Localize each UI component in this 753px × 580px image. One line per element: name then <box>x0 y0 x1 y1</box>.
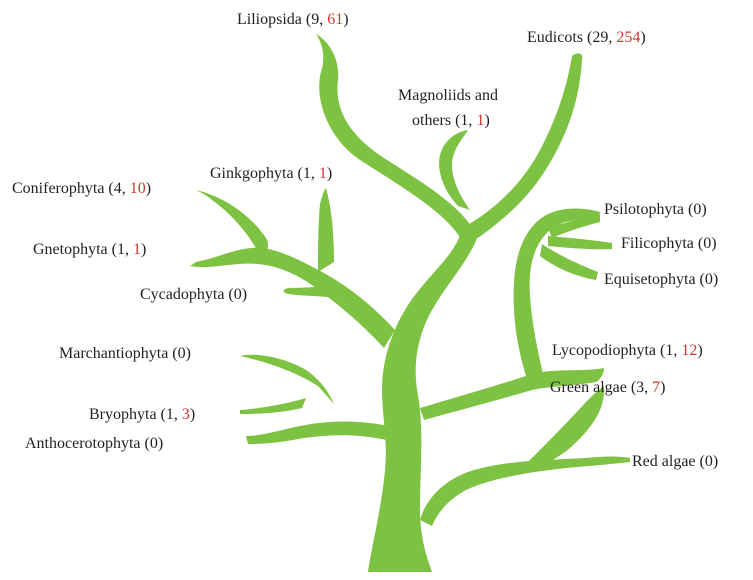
branch-bryophyte-limb <box>246 422 388 445</box>
branch-algae-limb <box>420 457 630 527</box>
branch-coniferophyta <box>196 190 268 256</box>
branch-marchantiophyta <box>240 355 334 404</box>
label-magnoliids-line1: Magnoliids and <box>398 87 498 104</box>
label-filicophyta: Filicophyta (0) <box>621 235 717 252</box>
label-psilotophyta: Psilotophyta (0) <box>604 201 707 218</box>
label-marchantiophyta: Marchantiophyta (0) <box>59 345 191 362</box>
label-cycadophyta: Cycadophyta (0) <box>140 286 247 303</box>
branch-cycadophyta <box>284 286 347 298</box>
branch-equisetophyta <box>540 244 598 280</box>
label-gnetophyta: Gnetophyta (1, 1) <box>33 241 146 258</box>
tree-branches <box>190 34 630 572</box>
labels: Liliopsida (9, 61) Eudicots (29, 254) Ma… <box>12 11 718 470</box>
label-magnoliids-line2: others (1, 1) <box>412 112 490 129</box>
label-coniferophyta: Coniferophyta (4, 10) <box>12 180 151 197</box>
label-ginkgophyta: Ginkgophyta (1, 1) <box>210 165 332 182</box>
branch-magnoliids <box>439 130 470 210</box>
label-bryophyta: Bryophyta (1, 3) <box>89 406 195 423</box>
label-green-algae: Green algae (3, 7) <box>550 379 666 396</box>
branch-filicophyta <box>548 236 612 249</box>
branch-green-algae <box>528 386 604 466</box>
branch-ginkgophyta <box>318 188 334 272</box>
label-eudicots: Eudicots (29, 254) <box>527 29 646 46</box>
label-red-algae: Red algae (0) <box>632 453 718 470</box>
label-anthocerotophyta: Anthocerotophyta (0) <box>25 435 163 452</box>
label-equisetophyta: Equisetophyta (0) <box>604 271 718 288</box>
branch-bryophyta <box>240 398 306 414</box>
label-lycopodiophyta: Lycopodiophyta (1, 12) <box>552 342 703 359</box>
label-liliopsida: Liliopsida (9, 61) <box>237 11 349 28</box>
